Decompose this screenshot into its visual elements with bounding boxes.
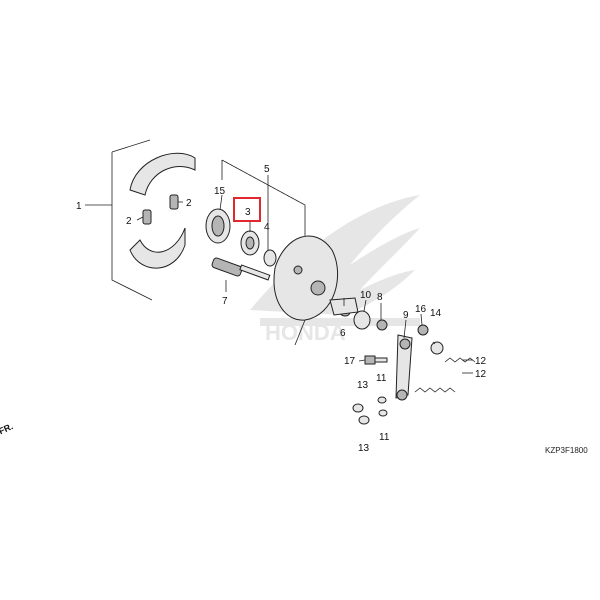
callout-2-right: 2	[186, 198, 192, 209]
callout-6: 6	[340, 328, 346, 339]
nut-16	[417, 324, 429, 336]
leader-lines	[85, 175, 473, 374]
brake-shoe-lower	[129, 227, 186, 269]
o-ring	[263, 249, 277, 267]
collar-11-upper	[377, 396, 387, 404]
brake-panel	[273, 235, 339, 346]
joint-14	[430, 341, 444, 355]
callout-16: 16	[415, 304, 427, 315]
brake-shoe-upper	[129, 152, 196, 196]
callout-12-lower: 12	[475, 369, 487, 380]
callout-14: 14	[430, 308, 442, 319]
collar-11-lower	[378, 409, 388, 417]
callout-13-upper: 13	[357, 380, 369, 391]
callout-8: 8	[377, 292, 383, 303]
spring-upper	[444, 357, 476, 363]
spring-lower	[414, 387, 456, 393]
callout-7: 7	[222, 296, 228, 307]
brake-arm-nut	[376, 319, 388, 331]
callout-10: 10	[360, 290, 372, 301]
callout-13-lower: 13	[358, 443, 370, 454]
callout-9: 9	[403, 310, 409, 321]
shoe-spring-right	[169, 194, 179, 210]
collar-13-lower	[358, 415, 370, 425]
callout-1: 1	[76, 201, 82, 212]
brake-arm	[395, 334, 413, 401]
bolt	[364, 355, 388, 365]
direction-label: FR.	[0, 421, 15, 436]
callout-3: 3	[245, 207, 251, 218]
callout-11-upper: 11	[376, 373, 387, 384]
callout-2-left: 2	[126, 216, 132, 227]
callout-12-upper: 12	[475, 356, 487, 367]
callout-15: 15	[214, 186, 226, 197]
collar-13-upper	[352, 403, 364, 413]
dust-seal-inner	[211, 215, 225, 237]
shoe-spring-left	[142, 209, 152, 225]
bearing-inner	[245, 236, 255, 250]
callout-4: 4	[264, 222, 270, 233]
callout-5: 5	[264, 164, 270, 175]
assembly-outline-shoes	[111, 139, 153, 301]
callout-17: 17	[344, 356, 356, 367]
highlight-box-part-3	[233, 197, 261, 222]
brake-cam	[211, 257, 271, 281]
return-spring-washer	[353, 310, 371, 330]
callout-11-lower: 11	[379, 432, 390, 443]
diagram-code: KZP3F1800	[545, 446, 588, 455]
svg-text:HONDA: HONDA	[265, 320, 346, 345]
